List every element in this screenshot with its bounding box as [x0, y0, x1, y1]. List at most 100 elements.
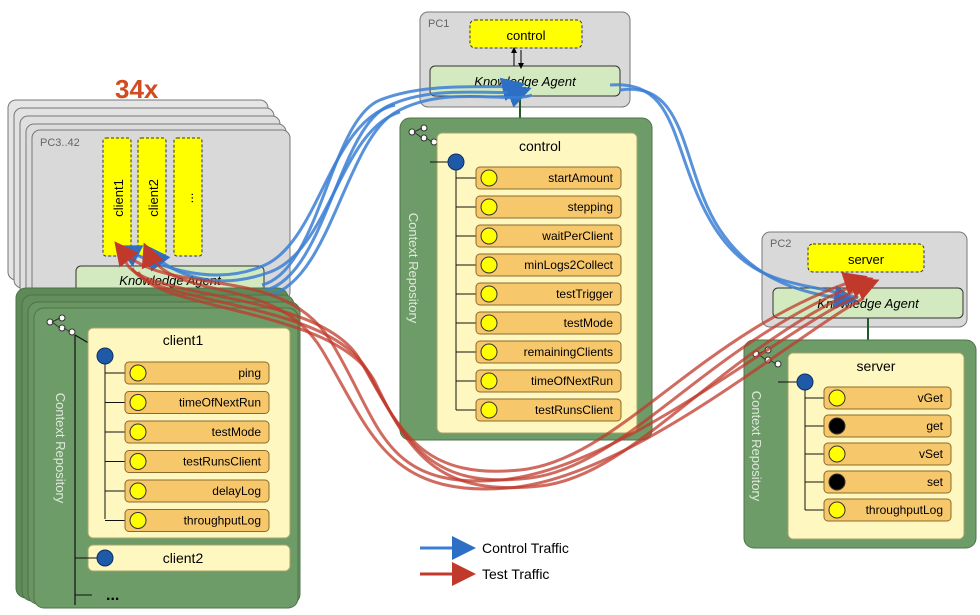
pc1-program-label: control: [506, 28, 545, 43]
pc1-item-dot: [480, 256, 498, 274]
pc2-item-box: [823, 386, 952, 410]
program-more-label: ...: [181, 193, 196, 204]
pc2-label: PC2: [770, 238, 791, 250]
pc1-item-label: testRunsClient: [535, 403, 614, 417]
pc3-item-row: testMode: [105, 420, 270, 444]
pc1-label: PC1: [428, 18, 449, 30]
legend: Control Traffic Test Traffic: [420, 536, 569, 586]
pc3-ellipsis: ...: [106, 587, 119, 604]
pc3-item-box: [124, 420, 270, 444]
pc2-item-label: get: [926, 419, 943, 433]
program-client2-label: client2: [146, 179, 161, 217]
pc1-item-label: startAmount: [548, 171, 613, 185]
pc2-item-box: [823, 470, 952, 494]
pc1-item-dot: [480, 343, 498, 361]
pc3-tree-root: client1: [163, 332, 204, 348]
pc3-item-dot: [129, 512, 147, 529]
pc1-item-box: [475, 369, 622, 393]
pc2-item-label: vGet: [918, 391, 944, 405]
pc1-item-row: waitPerClient: [456, 224, 622, 248]
program-client2: client2: [137, 137, 167, 257]
pc1-item-box: [475, 340, 622, 364]
pc2-program-box: [807, 243, 925, 273]
pc1-item-box: [475, 166, 622, 190]
control-traffic-flows: [116, 77, 859, 310]
pc3-item-label: timeOfNextRun: [179, 396, 261, 410]
pc1-tree-icon: [408, 124, 438, 146]
pc1-item-label: timeOfNextRun: [531, 374, 613, 388]
multiplier-label: 34x: [115, 74, 159, 104]
pc1-item-label: waitPerClient: [541, 229, 613, 243]
program-more: ...: [173, 137, 203, 257]
pc3-label: PC3..42: [40, 137, 80, 149]
pc2-repo-label: Context Repository: [749, 391, 764, 502]
pc1-root-node: [447, 153, 465, 171]
pc2-item-label: set: [927, 475, 944, 489]
pc2-program-label: server: [848, 252, 885, 267]
pc1-item-label: minLogs2Collect: [524, 258, 613, 272]
pc1-program-box: [469, 19, 583, 49]
pc1-item-box: [475, 282, 622, 306]
pc3-item-box: [124, 391, 270, 414]
pc1-item-dot: [480, 198, 498, 216]
pc1-item-dot: [480, 314, 498, 332]
pc3-item-row: delayLog: [105, 479, 270, 503]
pc1-item-row: testRunsClient: [456, 398, 622, 422]
pc2-item-label: throughputLog: [866, 503, 943, 517]
pc1-item-row: minLogs2Collect: [456, 253, 622, 277]
pc3-item-row: timeOfNextRun: [105, 391, 270, 414]
program-client1-label: client1: [111, 179, 126, 217]
pc3-item-box: [124, 450, 270, 473]
pc1-item-box: [475, 398, 622, 422]
pc2-item-box: [823, 498, 952, 522]
pc1-item-dot: [480, 169, 498, 187]
pc3-item-box: [124, 361, 270, 385]
pc3-item-dot: [129, 423, 147, 441]
pc3-item-label: testRunsClient: [183, 455, 262, 469]
legend-test-label: Test Traffic: [482, 566, 549, 582]
pc2-tree-root: server: [857, 358, 896, 374]
pc2-item-row: vGet: [805, 386, 952, 410]
pc1-item-label: stepping: [568, 200, 613, 214]
pc3-item-dot: [129, 453, 147, 470]
pc3-item-box: [124, 509, 270, 532]
pc1-item-label: remainingClients: [524, 345, 613, 359]
pc3-item-row: ping: [105, 361, 270, 385]
pc3-client2-node: [96, 549, 114, 567]
pc1-item-box: [475, 311, 622, 335]
pc1-item-label: testTrigger: [556, 287, 613, 301]
pc2-item-dot: [828, 473, 846, 491]
pc2-item-dot: [828, 445, 846, 463]
pc2-item-row: set: [805, 470, 952, 494]
pc2-item-box: [823, 442, 952, 466]
pc3-item-dot: [129, 482, 147, 500]
pc3-item-label: delayLog: [212, 484, 261, 498]
pc2-item-dot: [828, 417, 846, 435]
pc2-root-node: [796, 373, 814, 391]
test-traffic-flows: [114, 241, 880, 491]
pc3-item-label: throughputLog: [184, 514, 261, 528]
pc2-item-box: [823, 414, 952, 438]
pc3-item-row: testRunsClient: [105, 450, 270, 473]
pc2-item-row: vSet: [805, 442, 952, 466]
pc2-item-row: throughputLog: [805, 498, 952, 522]
pc1-item-dot: [480, 285, 498, 303]
pc3-item-row: throughputLog: [105, 509, 270, 532]
pc1-item-row: startAmount: [456, 166, 622, 190]
pc1-item-box: [475, 224, 622, 248]
pc1-item-row: testMode: [456, 311, 622, 335]
pc3-item-box: [124, 479, 270, 503]
pc1-item-row: timeOfNextRun: [456, 369, 622, 393]
pc1-item-label: testMode: [564, 316, 614, 330]
pc1-item-row: remainingClients: [456, 340, 622, 364]
pc3-root-node: [96, 347, 114, 365]
pc1-item-dot: [480, 401, 498, 419]
pc3-item-label: ping: [238, 366, 261, 380]
pc1-item-dot: [480, 372, 498, 390]
pc1-repo-label: Context Repository: [406, 213, 421, 324]
pc1-tree-root: control: [519, 138, 561, 154]
pc3-item-dot: [129, 394, 147, 411]
program-client1: client1: [102, 137, 132, 257]
pc1-item-row: stepping: [456, 195, 622, 219]
